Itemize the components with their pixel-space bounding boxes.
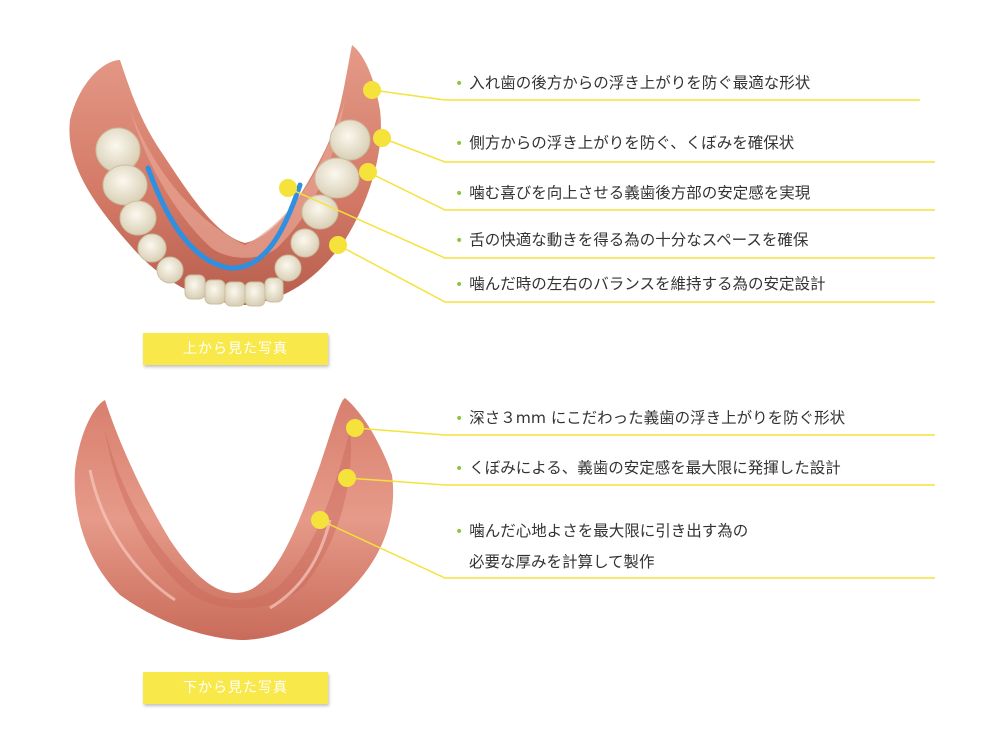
bottom-denture-photo [74, 398, 394, 640]
callout-dot [359, 163, 377, 181]
callout-dot [346, 419, 364, 437]
top-front-teeth [184, 274, 284, 307]
bottom-note-2: • くぼみによる、義歯の安定感を最大限に発揮した設計 [455, 457, 841, 480]
bullet-icon: • [455, 524, 464, 540]
bottom-highlight [88, 469, 176, 602]
top-left-teeth [95, 127, 184, 284]
bullet-icon: • [455, 411, 464, 427]
callout-dot [329, 236, 347, 254]
callout-dot [363, 81, 381, 99]
note-text-line2: 必要な厚みを計算して製作 [469, 553, 655, 571]
bottom-callout-dots [311, 419, 364, 529]
bottom-note-1: • 深さ３mm にこだわった義歯の浮き上がりを防ぐ形状 [455, 407, 845, 430]
top-callout-dots [279, 81, 391, 254]
note-text: 入れ歯の後方からの浮き上がりを防ぐ最適な形状 [469, 74, 811, 92]
bottom-view-label: 下から見た写真 [143, 672, 328, 704]
note-text: くぼみによる、義歯の安定感を最大限に発揮した設計 [469, 459, 841, 477]
note-text: 噛んだ心地よさを最大限に引き出す為の [469, 522, 749, 540]
callout-dot [373, 129, 391, 147]
top-note-3: • 噛む喜びを向上させる義歯後方部の安定感を実現 [455, 182, 810, 205]
bottom-callouts [319, 427, 935, 579]
top-note-5: • 噛んだ時の左右のバランスを維持する為の安定設計 [455, 273, 825, 296]
bullet-icon: • [455, 233, 464, 249]
top-note-2: • 側方からの浮き上がりを防ぐ、くぼみを確保状 [455, 132, 794, 155]
bottom-gum [74, 398, 394, 640]
callout-dot [338, 469, 356, 487]
top-denture-photo [69, 45, 381, 307]
top-callouts [287, 89, 935, 303]
bottom-highlight-2 [269, 519, 332, 610]
bullet-icon: • [455, 186, 464, 202]
bullet-icon: • [455, 76, 464, 92]
note-text: 噛む喜びを向上させる義歯後方部の安定感を実現 [469, 184, 811, 202]
bottom-note-3: • 噛んだ心地よさを最大限に引き出す為の 必要な厚みを計算して製作 [455, 520, 748, 573]
bullet-icon: • [455, 136, 464, 152]
top-right-teeth [274, 119, 371, 282]
top-view-label: 上から見た写真 [143, 333, 328, 365]
bullet-icon: • [455, 461, 464, 477]
top-note-4: • 舌の快適な動きを得る為の十分なスペースを確保 [455, 229, 808, 252]
bottom-groove [105, 430, 351, 609]
note-text: 深さ３mm にこだわった義歯の浮き上がりを防ぐ形状 [469, 409, 846, 427]
note-text: 舌の快適な動きを得る為の十分なスペースを確保 [469, 231, 809, 249]
bullet-icon: • [455, 277, 464, 293]
callout-dot [279, 179, 297, 197]
top-inner-ridge [130, 100, 345, 258]
note-text: 噛んだ時の左右のバランスを維持する為の安定設計 [469, 275, 826, 293]
note-text: 側方からの浮き上がりを防ぐ、くぼみを確保状 [469, 134, 795, 152]
tongue-space-line [145, 165, 303, 271]
callout-dot [311, 511, 329, 529]
top-note-1: • 入れ歯の後方からの浮き上がりを防ぐ最適な形状 [455, 72, 810, 95]
